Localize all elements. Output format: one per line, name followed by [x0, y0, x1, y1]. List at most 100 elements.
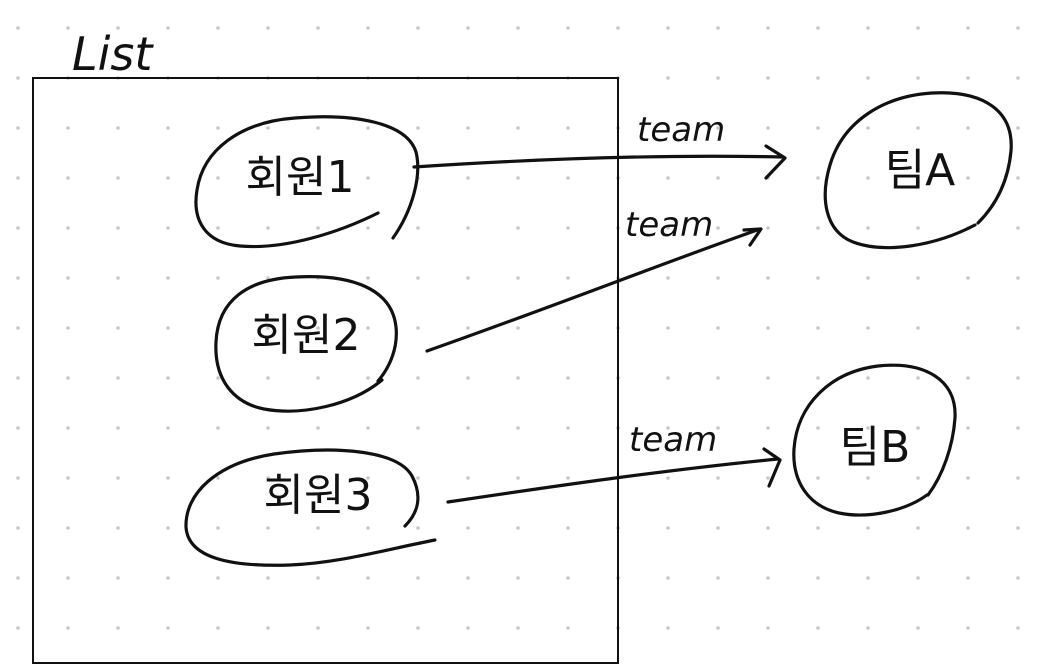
grid-dot: [816, 276, 820, 280]
team-node-b-ellipse: [792, 363, 957, 517]
grid-dot: [316, 426, 320, 430]
grid-dot: [416, 226, 420, 230]
grid-dot: [716, 26, 720, 30]
grid-dot: [1016, 576, 1020, 580]
team-node-b-label: 팀B: [840, 422, 911, 473]
grid-dot: [916, 576, 920, 580]
grid-dot: [916, 476, 920, 480]
grid-dot: [66, 376, 70, 380]
grid-dot: [816, 226, 820, 230]
edge-member1-team-a: team: [412, 110, 787, 180]
grid-dot: [66, 226, 70, 230]
grid-dot: [166, 426, 170, 430]
grid-dot: [966, 526, 970, 530]
grid-dot: [766, 626, 770, 630]
grid-dot: [766, 26, 770, 30]
grid-dot: [1016, 76, 1020, 80]
member-node-1: 회원1: [194, 115, 420, 249]
grid-dot: [866, 426, 870, 430]
grid-dot: [766, 376, 770, 380]
grid-dot: [66, 526, 70, 530]
grid-dot: [1016, 276, 1020, 280]
team-node-b: 팀B: [792, 363, 957, 517]
grid-dot: [116, 26, 120, 30]
grid-dot: [1016, 126, 1020, 130]
grid-dot: [416, 26, 420, 30]
grid-dot: [266, 26, 270, 30]
grid-dot: [1016, 376, 1020, 380]
grid-dot: [16, 576, 20, 580]
grid-dot: [516, 276, 520, 280]
grid-dot: [716, 276, 720, 280]
grid-dot: [66, 326, 70, 330]
grid-dot: [466, 526, 470, 530]
edge-member2-team-a-arrowhead: [742, 227, 763, 247]
grid-dot: [666, 476, 670, 480]
grid-dot: [916, 276, 920, 280]
member-node-2-ellipse: [214, 275, 398, 413]
grid-dot: [216, 476, 220, 480]
grid-dot: [416, 276, 420, 280]
grid-dot: [216, 276, 220, 280]
grid-dot: [516, 626, 520, 630]
grid-dot: [316, 376, 320, 380]
grid-dot: [116, 226, 120, 230]
edge-member3-team-b-label: team: [629, 420, 717, 460]
grid-dot: [666, 276, 670, 280]
grid-dot: [816, 326, 820, 330]
grid-dot: [66, 576, 70, 580]
grid-dot: [166, 526, 170, 530]
grid-dot: [366, 476, 370, 480]
grid-dot: [116, 426, 120, 430]
grid-dot: [416, 476, 420, 480]
grid-dot: [516, 376, 520, 380]
grid-dot: [266, 276, 270, 280]
grid-dot: [966, 26, 970, 30]
grid-dot: [366, 626, 370, 630]
grid-dot: [666, 176, 670, 180]
grid-dot: [366, 276, 370, 280]
grid-dot: [916, 626, 920, 630]
grid-dot: [316, 526, 320, 530]
grid-dot: [16, 426, 20, 430]
grid-dot: [966, 276, 970, 280]
grid-dot: [966, 576, 970, 580]
edge-member1-team-a-line: [412, 154, 784, 169]
grid-dot: [16, 76, 20, 80]
grid-dot: [716, 176, 720, 180]
grid-dot: [966, 126, 970, 130]
grid-dot: [316, 126, 320, 130]
edge-member3-team-b-arrowhead: [762, 447, 782, 488]
grid-dot: [816, 176, 820, 180]
grid-dot: [716, 576, 720, 580]
grid-dot: [166, 376, 170, 380]
grid-dot: [516, 526, 520, 530]
grid-dot: [216, 426, 220, 430]
grid-dot: [716, 376, 720, 380]
grid-dot: [266, 376, 270, 380]
grid-dot: [516, 176, 520, 180]
grid-dot: [166, 626, 170, 630]
grid-dot: [1016, 226, 1020, 230]
grid-dot: [366, 426, 370, 430]
grid-dot: [916, 226, 920, 230]
grid-dot: [666, 326, 670, 330]
grid-dot: [666, 226, 670, 230]
grid-dot: [866, 476, 870, 480]
grid-dot: [266, 176, 270, 180]
grid-dot: [666, 376, 670, 380]
edge-member3-team-b: team: [446, 420, 782, 504]
list-container: [32, 77, 619, 664]
grid-dot: [466, 126, 470, 130]
grid-dot: [666, 626, 670, 630]
grid-dot: [166, 576, 170, 580]
grid-dot: [816, 426, 820, 430]
grid-dot: [216, 526, 220, 530]
grid-dot: [66, 26, 70, 30]
grid-dot: [716, 626, 720, 630]
grid-dot: [116, 126, 120, 130]
grid-dot: [966, 476, 970, 480]
grid-dot: [666, 426, 670, 430]
grid-dot: [166, 276, 170, 280]
grid-dot: [116, 376, 120, 380]
